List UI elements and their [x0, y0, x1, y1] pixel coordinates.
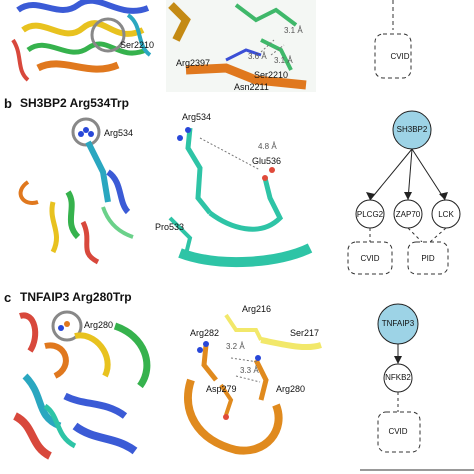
node-zap70: ZAP70 [395, 210, 421, 219]
node-cvid: CVID [388, 427, 408, 436]
residue-label: Pro533 [155, 222, 185, 232]
residue-label: Arg280 [276, 384, 306, 394]
highlight-circle [51, 310, 83, 342]
residue-label: Ser2210 [254, 70, 289, 80]
panel-b-network [347, 110, 461, 275]
distance-label: 3.1 Å [284, 26, 303, 35]
highlight-circle [71, 117, 101, 147]
residue-label: Arg282 [190, 328, 220, 338]
panel-b-closeup [168, 127, 313, 268]
panel-title: SH3BP2 Arg534Trp [20, 96, 129, 110]
node-lck: LCK [438, 210, 454, 219]
residue-label: Ser217 [290, 328, 320, 338]
panel-c-protein-structure [12, 310, 151, 460]
residue-label: Asp279 [206, 384, 237, 394]
structure-label: Ser2210 [120, 40, 155, 50]
panel-c-network [360, 303, 474, 474]
structure-label: Arg280 [84, 320, 114, 330]
residue-label: Glu536 [252, 156, 282, 166]
panel-letter: b [4, 96, 12, 111]
node-tnfaip3: TNFAIP3 [381, 319, 415, 328]
highlight-circle [90, 17, 126, 53]
distance-label: 3.2 Å [226, 342, 245, 351]
panel-letter: c [4, 290, 12, 305]
residue-label: Arg2397 [176, 58, 211, 68]
node-cvid: CVID [360, 254, 380, 263]
panel-c-closeup [184, 313, 322, 455]
panel-a-protein-structure [11, 0, 152, 82]
distance-label: 3.6 Å [248, 52, 267, 61]
panel-a-network [374, 0, 412, 79]
node-cvid: CVID [390, 52, 410, 61]
node-nfkb2: NFKB2 [385, 373, 411, 382]
panel-a-closeup [166, 0, 316, 92]
node-plcg2: PLCG2 [356, 210, 384, 219]
residue-label: Asn2211 [234, 82, 269, 92]
panel-b-protein-structure [18, 117, 134, 265]
distance-label: 3.1 Å [274, 56, 293, 65]
panel-title: TNFAIP3 Arg280Trp [20, 290, 132, 304]
distance-label: 4.8 Å [258, 142, 277, 151]
node-sh3bp2: SH3BP2 [396, 125, 428, 134]
residue-label: Arg216 [242, 304, 272, 314]
residue-label: Arg534 [182, 112, 212, 122]
node-pid: PID [421, 254, 435, 263]
distance-label: 3.3 Å [240, 366, 259, 375]
structure-label: Arg534 [104, 128, 134, 138]
